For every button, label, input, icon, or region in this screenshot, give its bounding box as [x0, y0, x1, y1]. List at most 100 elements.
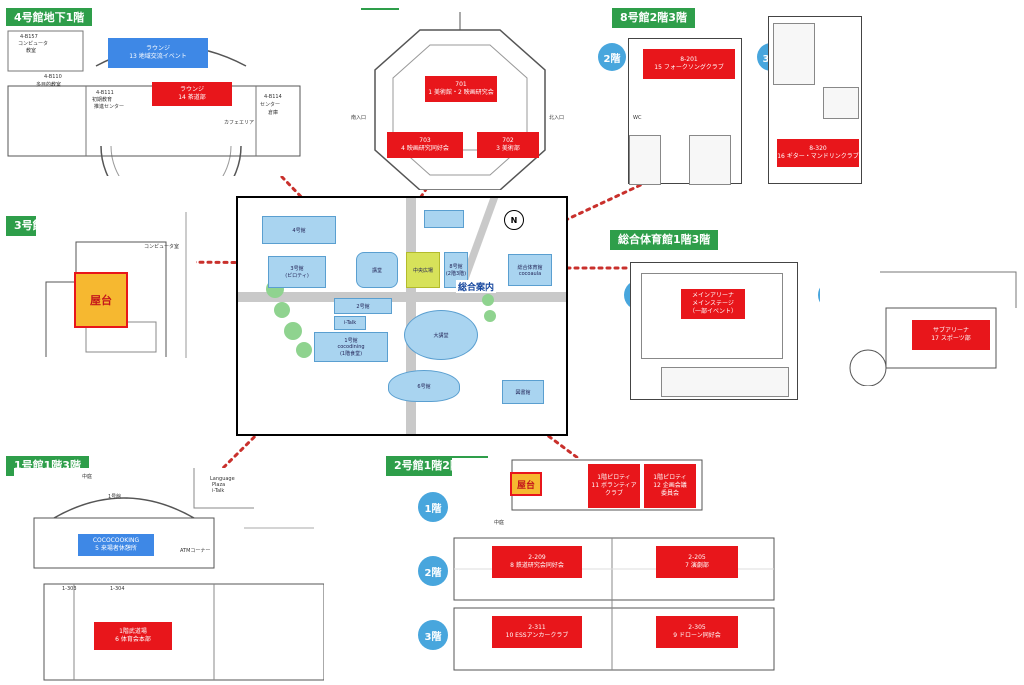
b1-atm: ATMコーナー [180, 548, 211, 554]
campus-gym[interactable]: 総合体育館 cocoaula [508, 254, 552, 286]
main-arena-note: （一部イベント） [688, 308, 737, 315]
room-2-311[interactable]: 2-311 10 ESSアンカークラブ [492, 616, 582, 648]
road-vertical [406, 198, 416, 434]
room-702-num: 702 [502, 137, 514, 144]
room-cocooking[interactable]: COCOCOOKING 5 来場者休憩所 [78, 534, 154, 556]
piloti-kikaku-desc: 12 企画会議 [653, 482, 687, 489]
lounge-event-desc: 13 地域交流イベント [129, 53, 187, 60]
plan-b8-3f: 8-320 16 ギター・マンドリンクラブ [768, 16, 862, 184]
b4-computer: コンピュータ [18, 41, 49, 47]
room-703[interactable]: 703 4 映画研究同好会 [387, 132, 463, 158]
room-piloti-volunteer[interactable]: 1階ピロティ 11 ボランティア クラブ [588, 464, 640, 508]
main-arena-title: メインアリーナ [691, 292, 734, 299]
tag-b8: 8号館2階3階 [612, 8, 695, 28]
plan-gym-3f: サブアリーナ 17 スポーツ部 [820, 268, 1020, 386]
room-2-305-num: 2-305 [688, 624, 706, 631]
room-2-209-desc: 8 鉄道研究会同好会 [510, 562, 564, 569]
plan-b1: 中庭 1号館 1-303 1-304 Language Plaza i-Talk… [14, 468, 324, 682]
room-sub-arena[interactable]: サブアリーナ 17 スポーツ部 [912, 320, 990, 350]
campus-b3-name: 3号館 [290, 266, 304, 272]
campus-daikodo[interactable]: 大講堂 [404, 310, 478, 360]
campus-b1-name: 1号館 [344, 338, 358, 344]
room-701[interactable]: 701 1 美術館・2 映画研究会 [425, 76, 497, 102]
b8-3f-room [823, 87, 859, 119]
campus-b8-name: 8号館 [449, 264, 463, 270]
room-budojo[interactable]: 1階武道場 6 体育会本部 [94, 622, 172, 650]
cocooking-desc: 5 来場者休憩所 [95, 545, 137, 552]
b1-room-1303: 1-303 [62, 586, 77, 592]
room-2-209-num: 2-209 [528, 554, 546, 561]
room-8-201-desc: 15 フォークソングクラブ [654, 64, 724, 71]
room-lounge-sado[interactable]: ラウンジ 14 茶道部 [152, 82, 232, 106]
tree [482, 294, 494, 306]
b4-shien: 推進センター [94, 104, 125, 110]
plan-b8-2f: WC 8-201 15 フォークソングクラブ [628, 38, 742, 185]
campus-building-1[interactable]: 1号館 cocodining (1階食堂) [314, 332, 388, 362]
kodo-north-entrance: 北入口 [549, 115, 565, 121]
yatai-b3[interactable]: 屋台 [74, 272, 128, 328]
yatai-b2[interactable]: 屋台 [510, 472, 542, 496]
gym-lower-rooms [661, 367, 789, 397]
room-702-desc: 3 美術部 [496, 145, 520, 152]
room-2-209[interactable]: 2-209 8 鉄道研究会同好会 [492, 546, 582, 578]
plan-b3: コンピュータ室 屋台 [36, 212, 196, 358]
tag-gym: 総合体育館1階3階 [610, 230, 719, 250]
b8-2f-room-b [689, 135, 731, 185]
plan-b2: 中庭 屋台 1階ピロティ 11 ボランティア クラブ 1階ピロティ 12 企画会… [452, 458, 782, 682]
piloti-kikaku-desc2: 委員会 [660, 490, 679, 497]
room-piloti-kikaku[interactable]: 1階ピロティ 12 企画会議 委員会 [644, 464, 696, 508]
room-lounge-event[interactable]: ラウンジ 13 地域交流イベント [108, 38, 208, 68]
campus-b8-note: (2階3階) [445, 271, 467, 277]
room-702[interactable]: 702 3 美術部 [477, 132, 539, 158]
campus-info-center[interactable]: 総合案内 [456, 280, 497, 293]
campus-toshokan[interactable]: 図書館 [502, 380, 544, 404]
b1-room-1304: 1-304 [110, 586, 125, 592]
room-2-305-desc: 9 ドローン同好会 [673, 632, 721, 639]
campus-b1-note: (1階食堂) [339, 351, 363, 357]
sub-arena-title: サブアリーナ [932, 327, 969, 334]
campus-b1-dining: cocodining [337, 344, 365, 350]
room-main-arena[interactable]: メインアリーナ メインステージ （一部イベント） [681, 289, 745, 319]
b2-floor-1: 1階 [418, 492, 448, 522]
campus-italk[interactable]: i-Talk [334, 316, 366, 330]
north-label: N [510, 215, 518, 225]
room-2-305[interactable]: 2-305 9 ドローン同好会 [656, 616, 738, 648]
campus-building-2[interactable]: 2号館 [334, 298, 392, 314]
campus-chuo-hiroba[interactable]: 中央広場 [406, 252, 440, 288]
b8-3f-stairs [773, 23, 815, 85]
plan-kodo: 南入口 北入口 701 1 美術館・2 映画研究会 703 4 映画研究同好会 … [345, 10, 575, 190]
b4-tamokuteki: 多目的教室 [36, 82, 62, 88]
tree [274, 302, 290, 318]
piloti-kikaku-title: 1階ピロティ [653, 474, 687, 481]
b4-cafe: カフェエリア [224, 120, 255, 126]
sub-arena-desc: 17 スポーツ部 [931, 335, 971, 342]
campus-building-3[interactable]: 3号館 (ピロティ) [268, 256, 326, 288]
tree [484, 310, 496, 322]
campus-building-4[interactable]: 4号館 [262, 216, 336, 244]
campus-building-6[interactable]: 6号館 [388, 370, 460, 402]
b4-room-b157: 4-B157 [20, 34, 38, 40]
room-703-num: 703 [419, 137, 431, 144]
piloti-volunteer-desc: 11 ボランティア [591, 482, 637, 489]
campus-map: 4号館 3号館 (ピロティ) 講堂 中央広場 8号館 (2階3階) 総合体育館 … [236, 196, 568, 436]
room-2-205-num: 2-205 [688, 554, 706, 561]
campus-building-small [424, 210, 464, 228]
b8-floor-2: 2階 [598, 43, 626, 71]
campus-gym-name: 総合体育館 [517, 264, 543, 271]
b1-plaza: Plaza [212, 482, 226, 488]
campus-kodo[interactable]: 講堂 [356, 252, 398, 288]
b4-tokubetsu: 初期教育 [92, 97, 113, 103]
road-main [238, 292, 566, 302]
room-8-320[interactable]: 8-320 16 ギター・マンドリンクラブ [777, 139, 859, 167]
room-8-201[interactable]: 8-201 15 フォークソングクラブ [643, 49, 735, 79]
piloti-volunteer-title: 1階ピロティ [597, 474, 631, 481]
room-701-desc: 1 美術館・2 映画研究会 [428, 89, 494, 96]
b1-ichigokan: 1号館 [108, 494, 122, 500]
b2-chutei: 中庭 [494, 520, 505, 526]
b8-2f-room-a [629, 135, 661, 185]
room-2-205[interactable]: 2-205 7 演劇部 [656, 546, 738, 578]
budojo-title: 1階武道場 [119, 628, 147, 635]
room-8-320-desc: 16 ギター・マンドリンクラブ [777, 153, 859, 160]
b3-computer: コンピュータ室 [144, 244, 180, 250]
piloti-volunteer-desc2: クラブ [604, 490, 623, 497]
